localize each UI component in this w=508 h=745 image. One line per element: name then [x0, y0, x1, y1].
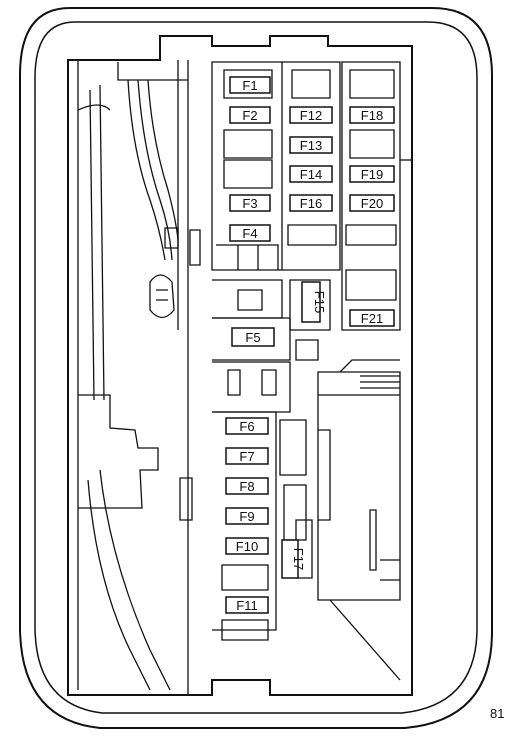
fuse-f15-label: F15 — [312, 291, 327, 313]
fuse-labels: F1 F2 F3 F4 F5 F6 F7 F8 F9 F10 F11 F12 F… — [225, 76, 395, 614]
fuse-f21-box — [349, 309, 395, 327]
fuse-f2-label: F2 — [242, 108, 257, 123]
fuse-f13-label: F13 — [300, 138, 322, 153]
fuse-f1-box — [229, 76, 271, 94]
fuse-f7-box — [225, 447, 269, 465]
fuse-f3-box — [229, 194, 271, 212]
inner-panel — [67, 35, 413, 696]
fuse-f4-label: F4 — [242, 226, 257, 241]
fuse-f8-label: F8 — [239, 479, 254, 494]
housing-outer — [19, 7, 493, 729]
fuse-f10-box — [225, 537, 269, 555]
fuse-f19-box — [349, 165, 395, 183]
fuse-f14-label: F14 — [300, 167, 322, 182]
fuse-f1-label: F1 — [242, 78, 257, 93]
fuse-f4-box — [229, 224, 271, 242]
fuse-f18-box — [349, 106, 395, 124]
fuse-f2-box — [229, 106, 271, 124]
fuse-f6-box — [225, 417, 269, 435]
fuse-f12-label: F12 — [300, 108, 322, 123]
right-fuse-module — [341, 61, 412, 331]
left-bracket — [77, 60, 201, 695]
fuse-f3-label: F3 — [242, 196, 257, 211]
fuse-f7-label: F7 — [239, 449, 254, 464]
fuse-f17-label: F17 — [291, 548, 306, 570]
fuse-f19-label: F19 — [361, 167, 383, 182]
fuse-f17-box — [281, 539, 299, 579]
fuse-f20-label: F20 — [361, 196, 383, 211]
fuse-f9-label: F9 — [239, 509, 254, 524]
fuse-f5-label: F5 — [245, 330, 260, 345]
fuse-f10-label: F10 — [236, 539, 258, 554]
fuse-f11-box — [225, 596, 269, 614]
middle-fuse-module — [282, 61, 341, 361]
fuse-f5-box — [231, 327, 275, 347]
fuse-f11-label: F11 — [236, 598, 257, 613]
fuse-f15-box — [301, 281, 321, 323]
fuse-f9-box — [225, 507, 269, 525]
fuse-f13-box — [289, 136, 333, 154]
fuse-f18-label: F18 — [361, 108, 383, 123]
relay-block — [317, 359, 401, 681]
figure-number: 81 — [490, 706, 504, 721]
fuse-f21-label: F21 — [361, 311, 383, 326]
fuse-f6-label: F6 — [239, 419, 254, 434]
fuse-f16-box — [289, 194, 333, 212]
fuse-f20-box — [349, 194, 395, 212]
fuse-f8-box — [225, 477, 269, 495]
fuse-f14-box — [289, 165, 333, 183]
housing-inner — [34, 21, 478, 714]
fuse-f16-label: F16 — [300, 196, 322, 211]
fuse-f12-box — [289, 106, 333, 124]
